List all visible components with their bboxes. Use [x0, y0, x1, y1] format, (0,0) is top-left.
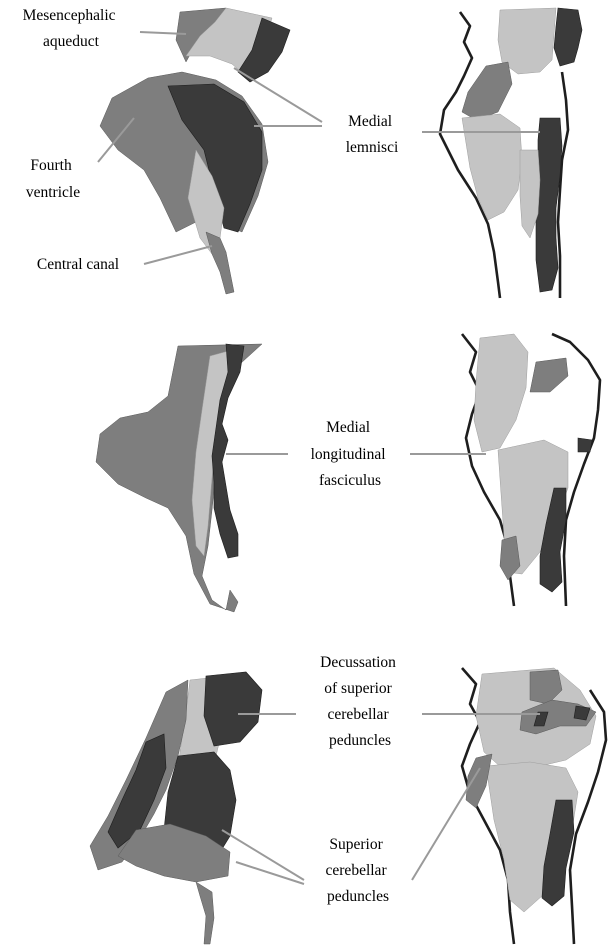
label-decussation: Decussation of superior cerebellar pedun…: [320, 654, 400, 749]
scp-tail: [196, 882, 214, 944]
right-view-scp: [462, 668, 606, 944]
mlf-body-mid: [96, 344, 262, 612]
leader-scp-3: [412, 768, 480, 880]
label-line: peduncles: [327, 888, 389, 905]
left-view-mlf: [96, 344, 262, 612]
label-line: Medial: [326, 419, 370, 436]
label-line: Medial: [348, 113, 392, 130]
pontine-mid-region: [462, 62, 512, 120]
label-medial-longitudinal-fasciculus: Medial longitudinal fasciculus: [311, 419, 390, 489]
label-line: aqueduct: [43, 33, 100, 50]
mlf-right-top-light: [474, 334, 528, 452]
label-superior-cerebellar-peduncles: Superior cerebellar peduncles: [326, 836, 391, 905]
mlf-right-mid-gray: [530, 358, 568, 392]
label-line: Central canal: [37, 256, 119, 273]
central-canal-shape: [206, 232, 234, 294]
leader-central-canal: [144, 246, 212, 264]
label-line: ventricle: [26, 184, 80, 201]
label-fourth-ventricle: Fourth ventricle: [26, 157, 80, 201]
medial-lemniscus-upper: [554, 8, 582, 66]
left-view-scp: [90, 672, 262, 944]
label-line: cerebellar: [328, 706, 390, 723]
panel-ventricles: [98, 8, 582, 298]
right-view-mlf: [462, 334, 600, 606]
pontine-light-region: [462, 114, 522, 220]
label-line: longitudinal: [311, 446, 386, 463]
label-line: of superior: [324, 680, 392, 697]
label-line: peduncles: [329, 732, 391, 749]
label-line: cerebellar: [326, 862, 388, 879]
scp-dark-top: [204, 672, 262, 746]
label-mesencephalic-aqueduct: Mesencephalic aqueduct: [23, 7, 120, 50]
label-line: Mesencephalic: [23, 7, 116, 24]
label-line: fasciculus: [319, 472, 381, 489]
label-medial-lemnisci: Medial lemnisci: [346, 113, 399, 156]
label-line: lemnisci: [346, 139, 399, 156]
label-line: Decussation: [320, 654, 396, 671]
mlf-right-dark-blob: [578, 438, 592, 452]
label-line: Superior: [329, 836, 383, 853]
section-outline-right: [558, 72, 568, 298]
right-view-ventricles: [440, 8, 582, 298]
label-central-canal: Central canal: [37, 256, 119, 273]
leader-scp-1: [222, 830, 304, 880]
label-line: Fourth: [30, 157, 72, 174]
